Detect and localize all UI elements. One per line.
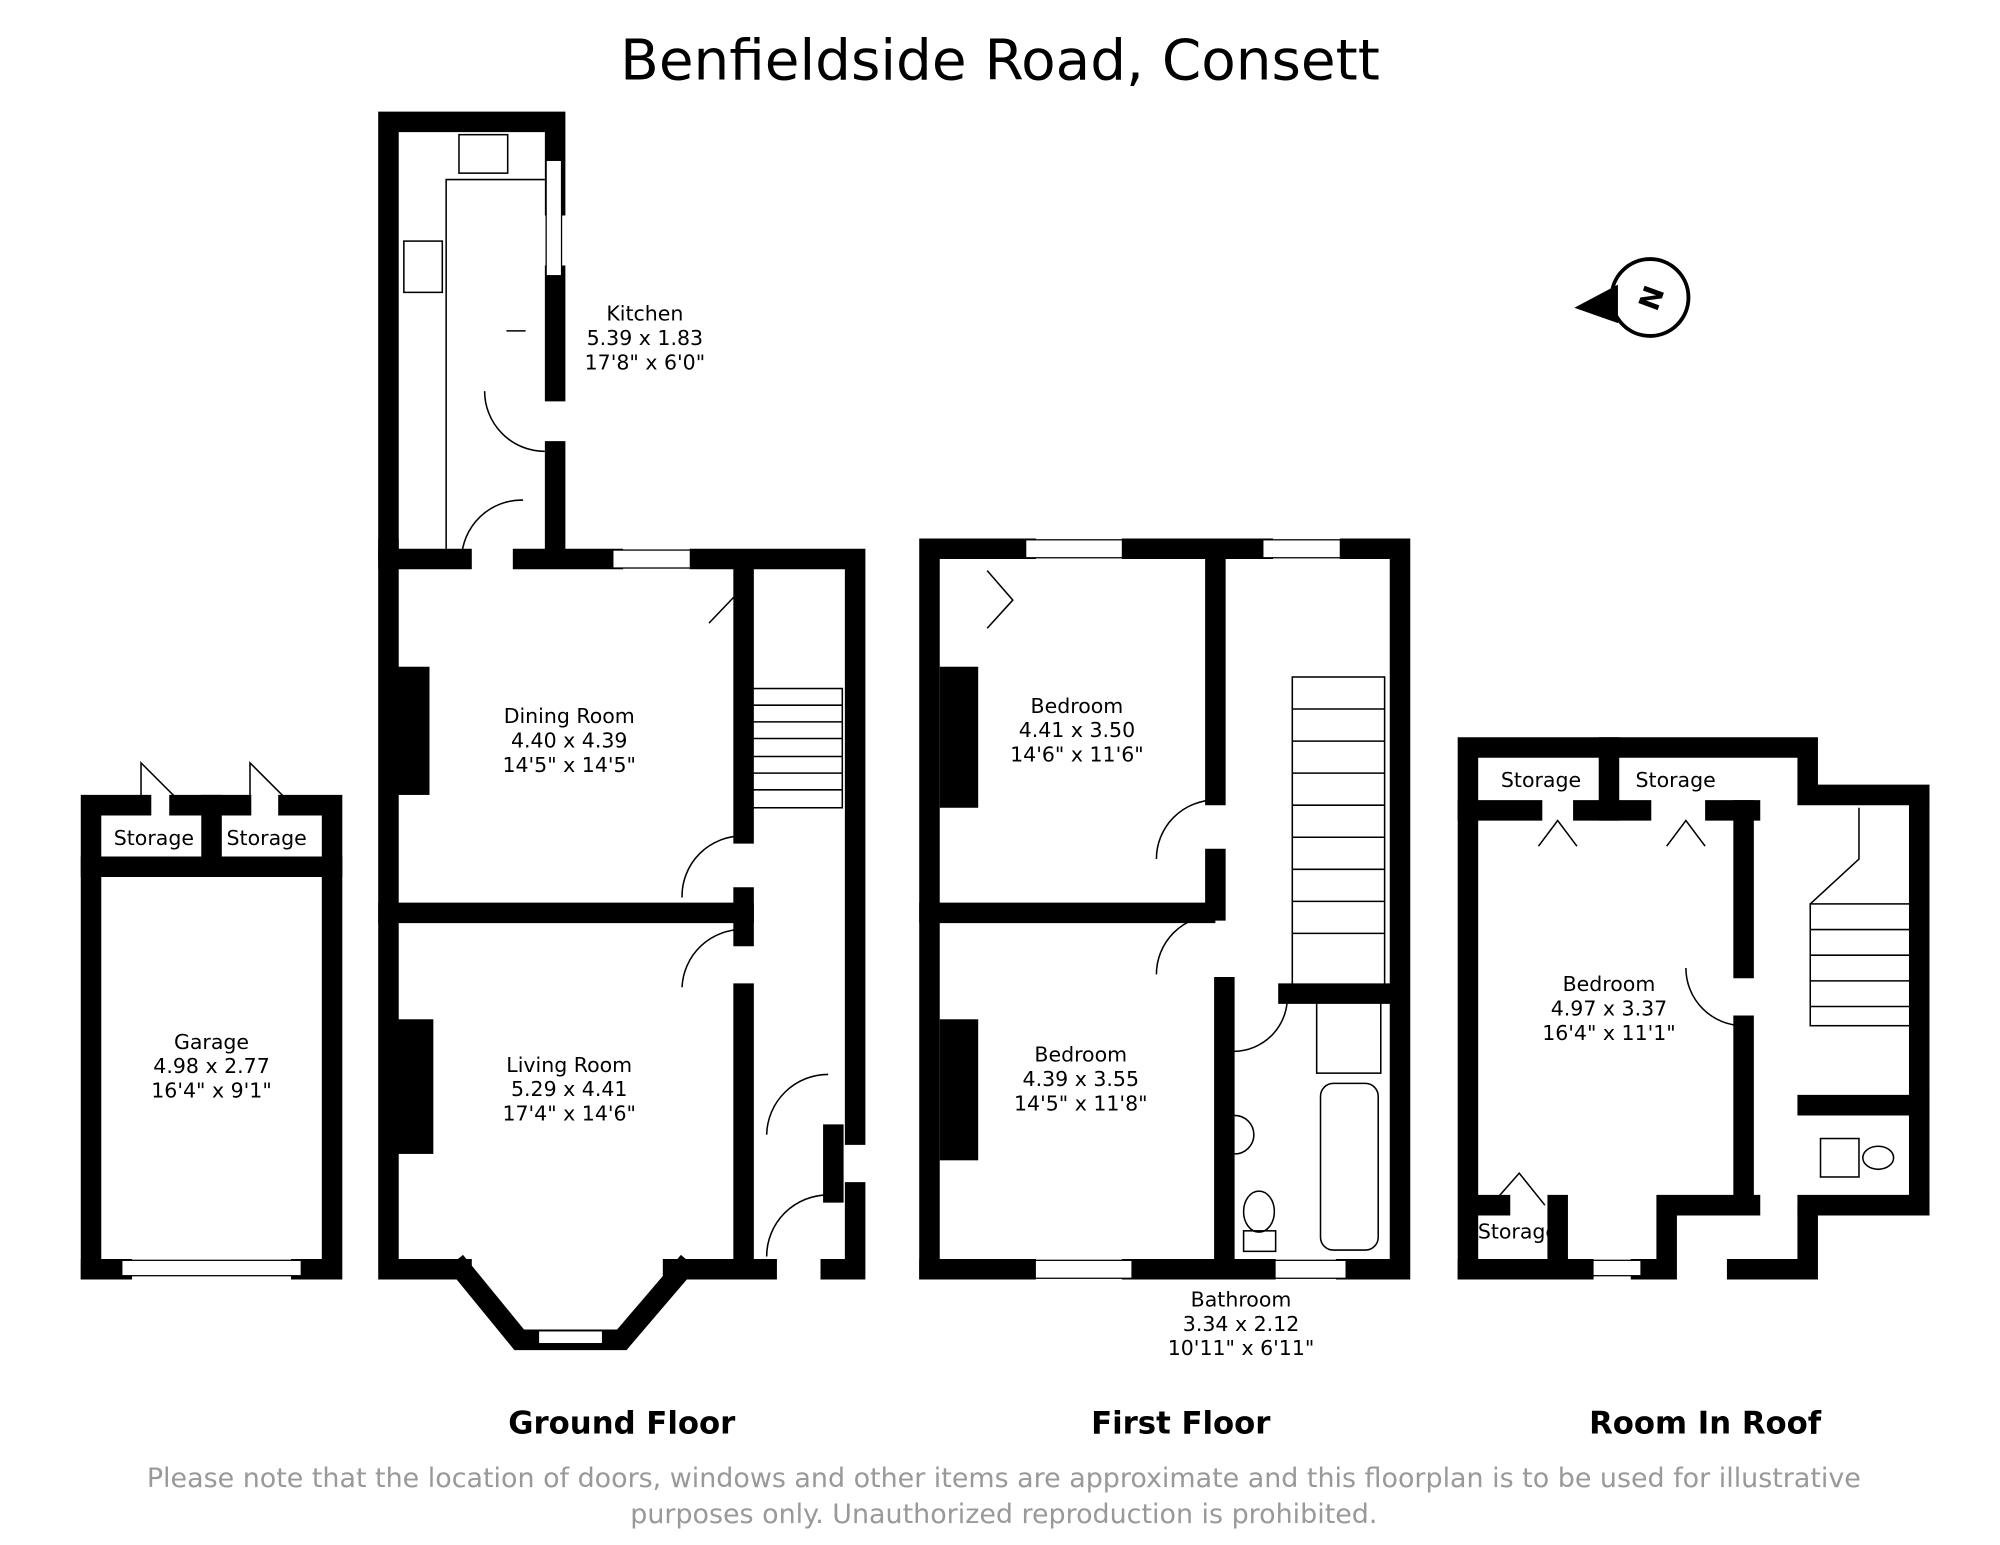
- garage-label: Garage 4.98 x 2.77 16'4" x 9'1": [151, 1030, 272, 1103]
- svg-text:14'6" x 11'6": 14'6" x 11'6": [1010, 743, 1144, 767]
- svg-text:17'4" x 14'6": 17'4" x 14'6": [502, 1102, 636, 1126]
- svg-text:Dining Room: Dining Room: [504, 704, 635, 728]
- roof-floor-plan: [1457, 737, 1930, 1280]
- svg-text:Bedroom: Bedroom: [1563, 972, 1656, 996]
- svg-text:14'5" x 14'5": 14'5" x 14'5": [502, 753, 636, 777]
- svg-text:Bedroom: Bedroom: [1031, 694, 1124, 718]
- garage-storage-label-2: Storage: [227, 826, 307, 850]
- garage-storage-label-1: Storage: [114, 826, 194, 850]
- svg-text:17'8" x 6'0": 17'8" x 6'0": [585, 350, 706, 374]
- svg-text:3.34 x 2.12: 3.34 x 2.12: [1183, 1312, 1299, 1336]
- bathroom-label: Bathroom 3.34 x 2.12 10'11" x 6'11": [1168, 1287, 1315, 1360]
- first-floor-plan: [919, 538, 1411, 1280]
- room-in-roof-label: Room In Roof: [1589, 1405, 1822, 1441]
- svg-text:Living Room: Living Room: [506, 1053, 632, 1077]
- roof-bedroom-label: Bedroom 4.97 x 3.37 16'4" x 11'1": [1542, 972, 1676, 1045]
- svg-text:4.98 x 2.77: 4.98 x 2.77: [153, 1054, 269, 1078]
- svg-text:16'4" x 9'1": 16'4" x 9'1": [151, 1079, 272, 1103]
- ground-floor-plan: [80, 111, 866, 1351]
- svg-text:5.39 x 1.83: 5.39 x 1.83: [587, 326, 703, 350]
- disclaimer-line-2: purposes only. Unauthorized reproduction…: [630, 1499, 1377, 1530]
- svg-text:4.39 x 3.55: 4.39 x 3.55: [1023, 1067, 1139, 1091]
- svg-text:4.97 x 3.37: 4.97 x 3.37: [1551, 996, 1667, 1020]
- svg-text:16'4" x 11'1": 16'4" x 11'1": [1542, 1021, 1676, 1045]
- svg-text:5.29 x 4.41: 5.29 x 4.41: [511, 1077, 627, 1101]
- svg-text:Kitchen: Kitchen: [606, 302, 683, 326]
- svg-text:Garage: Garage: [174, 1030, 249, 1054]
- kitchen-label: Kitchen 5.39 x 1.83 17'8" x 6'0": [585, 302, 706, 375]
- svg-text:Bedroom: Bedroom: [1034, 1043, 1127, 1067]
- first-bedroom-2-label: Bedroom 4.39 x 3.55 14'5" x 11'8": [1014, 1043, 1148, 1116]
- svg-text:4.40 x 4.39: 4.40 x 4.39: [511, 729, 627, 753]
- living-room-label: Living Room 5.29 x 4.41 17'4" x 14'6": [502, 1053, 636, 1126]
- compass-north-icon: N: [1574, 257, 1691, 338]
- page-title: Benfieldside Road, Consett: [620, 29, 1380, 94]
- svg-text:N: N: [1632, 281, 1671, 314]
- roof-storage-label-3: Storage: [1478, 1220, 1558, 1244]
- svg-text:4.41 x 3.50: 4.41 x 3.50: [1019, 718, 1135, 742]
- roof-storage-label-2: Storage: [1636, 768, 1716, 792]
- svg-text:10'11" x 6'11": 10'11" x 6'11": [1168, 1336, 1315, 1360]
- disclaimer-line-1: Please note that the location of doors, …: [147, 1463, 1861, 1494]
- svg-text:Bathroom: Bathroom: [1191, 1287, 1292, 1311]
- first-floor-label: First Floor: [1091, 1405, 1271, 1441]
- ground-floor-label: Ground Floor: [508, 1405, 736, 1441]
- roof-storage-label-1: Storage: [1501, 768, 1581, 792]
- svg-text:14'5" x 11'8": 14'5" x 11'8": [1014, 1091, 1148, 1115]
- first-bedroom-1-label: Bedroom 4.41 x 3.50 14'6" x 11'6": [1010, 694, 1144, 767]
- dining-room-label: Dining Room 4.40 x 4.39 14'5" x 14'5": [502, 704, 636, 777]
